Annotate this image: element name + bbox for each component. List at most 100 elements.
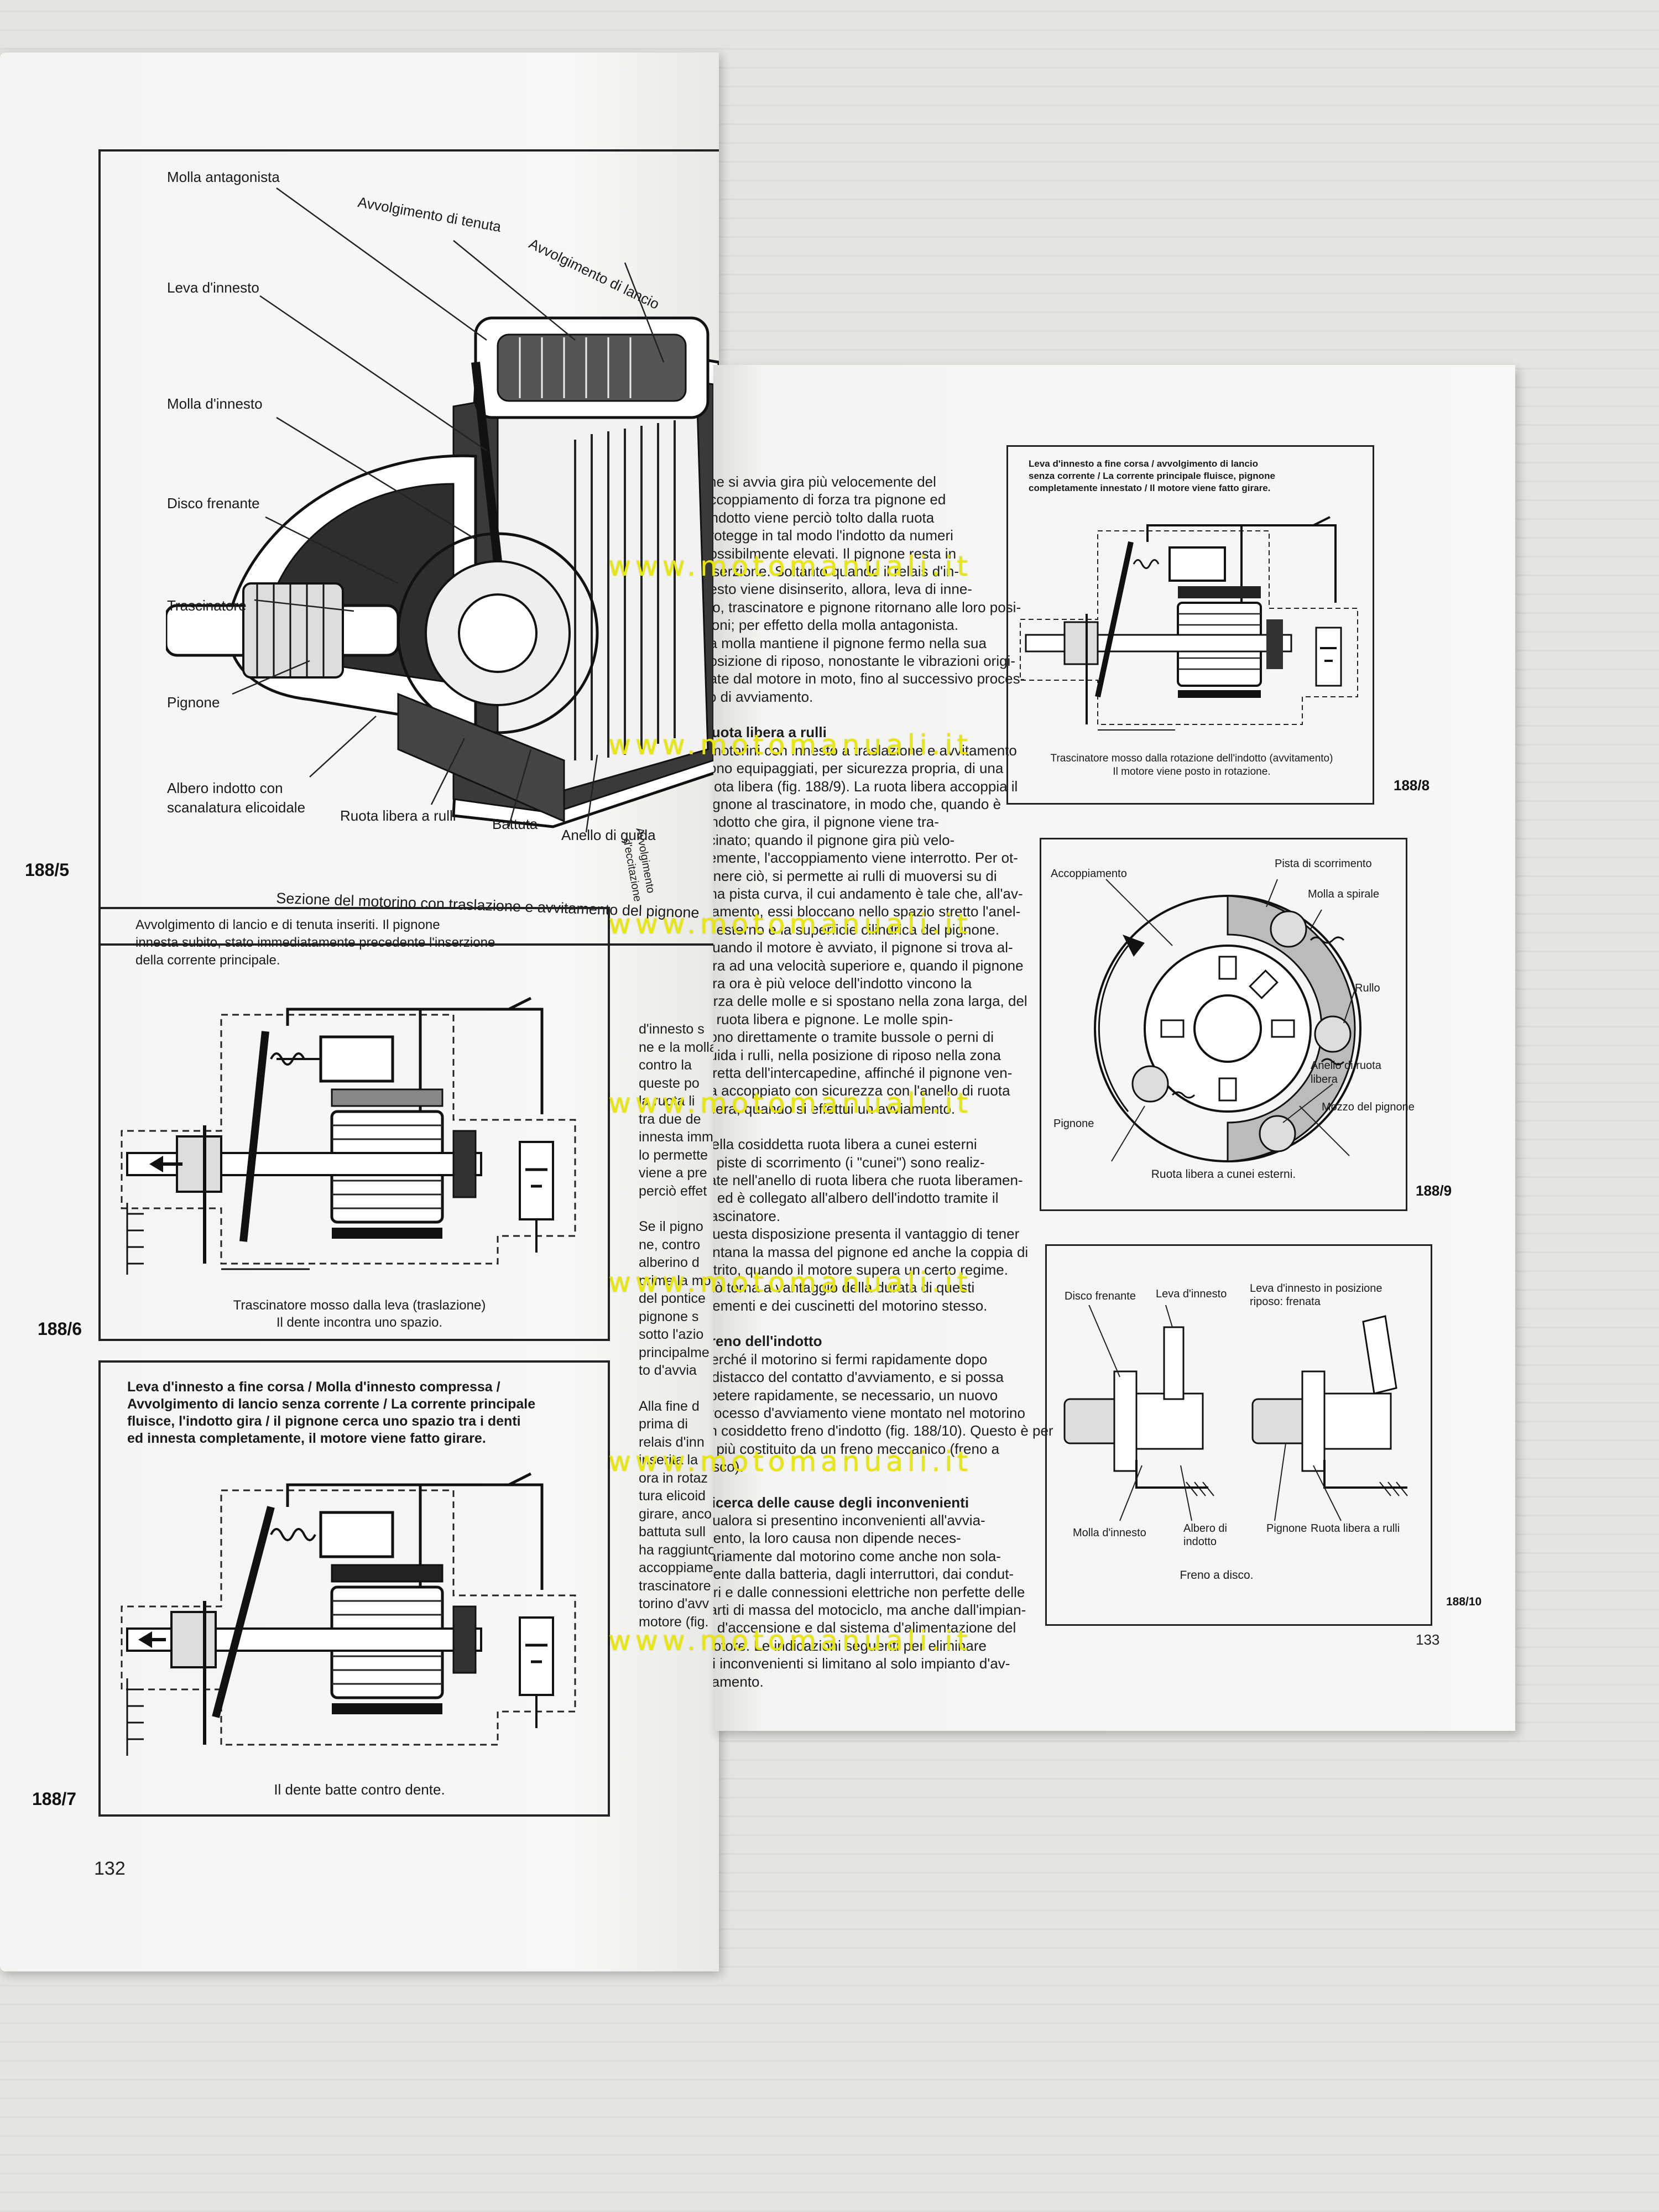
section-heading: Freno dell'indotto (713, 1333, 822, 1350)
fig-188-7-schematic (121, 1472, 576, 1756)
label-leva-dinnesto: Leva d'innesto (167, 279, 259, 296)
label-riposo-frenata: riposo: frenata (1250, 1296, 1321, 1308)
text-line: lontana la massa del pignone ed anche la… (713, 1243, 1029, 1260)
text-line (713, 706, 1019, 723)
text-line: zioni; per effetto della molla antagonis… (713, 617, 958, 634)
fig-188-7-caption: Il dente batte contro dente. (274, 1781, 445, 1798)
text-line (713, 1476, 1019, 1494)
text-line: Quando il motore è avviato, il pignone s… (713, 939, 1013, 956)
fig-188-6-number: 188/6 (38, 1319, 82, 1339)
left-page: Molla antagonista Avvolgimento di tenuta… (0, 53, 719, 1971)
text-line (713, 1314, 1019, 1332)
fig-188-8-number: 188/8 (1394, 777, 1430, 794)
text-line: te ed è collegato all'albero dell'indott… (713, 1190, 999, 1207)
fig-188-7-description-line: Leva d'innesto a fine corsa / Molla d'in… (127, 1379, 500, 1395)
text-line: Qualora si presentino inconvenienti all'… (713, 1511, 985, 1528)
text-line: protegge in tal modo l'indotto da numeri (713, 527, 953, 544)
text-line: sariamente dal motorino come anche non s… (713, 1547, 1001, 1564)
fig-188-5-leader-lines (232, 187, 665, 833)
label-pignone: Pignone (167, 694, 220, 711)
text-line: pignone al trascinatore, in modo che, qu… (713, 795, 1001, 812)
fig-188-6-description: Avvolgimento di lancio e di tenuta inser… (135, 916, 495, 969)
text-line: gira ora è più veloce dell'indotto vinco… (713, 974, 972, 992)
text-line: tenere ciò, si permette ai rulli di muov… (713, 867, 997, 884)
text-line: gli inconvenienti si limitano al solo im… (713, 1655, 1010, 1672)
fig-188-9-number: 188/9 (1416, 1182, 1452, 1199)
text-fragment: la ruota li (639, 1093, 695, 1109)
text-fragment: to d'avvia (639, 1363, 697, 1378)
label-anello-di-guida: Anello di guida (561, 827, 656, 843)
text-line: elementi e dei cuscinetti del motorino s… (713, 1297, 988, 1314)
watermark: www.motomanuali.it (608, 1625, 973, 1657)
text-fragment: pignone s (639, 1308, 699, 1324)
text-line: forza delle molle e si spostano nella zo… (713, 993, 1027, 1010)
text-line: Nella cosiddetta ruota libera a cunei es… (713, 1136, 977, 1153)
label-scanalatura-elicoidale: scanalatura elicoidale (167, 799, 306, 816)
text-line: so di avviamento. (713, 688, 813, 705)
text-line: scinato; quando il pignone gira più velo… (713, 831, 955, 848)
text-line: l'indotto che gira, il pignone viene tra… (713, 813, 939, 831)
text-line: il distacco del contatto d'avviamento, e… (713, 1369, 1004, 1386)
starter-motor-cutaway-drawing (166, 316, 719, 828)
disc-brake-drawing (1063, 1305, 1408, 1521)
text-line: tori e dalle connessioni elettriche non … (713, 1583, 1025, 1600)
fig-188-6-caption-line: Trascinatore mosso dalla leva (traslazio… (233, 1298, 486, 1313)
text-fragment: tra due de (639, 1111, 701, 1127)
text-fragment: relais d'inn (639, 1434, 705, 1450)
text-fragment: motore (fig. (639, 1614, 709, 1630)
text-line: Questa disposizione presenta il vantaggi… (713, 1225, 1020, 1243)
label-albero-indotto: Albero indotto con (167, 780, 283, 796)
page-number-132: 132 (94, 1858, 126, 1879)
label-leva-dinnesto-188-10: Leva d'innesto (1156, 1288, 1227, 1300)
text-fragment: contro la (639, 1057, 692, 1073)
text-line: La molla mantiene il pignone fermo nella… (713, 634, 987, 651)
text-fragment: prima di (639, 1416, 688, 1432)
text-line: libera, quando si effettui un avviamento… (713, 1100, 956, 1117)
fig-188-8-description: Leva d'innesto a fine corsa / avvolgimen… (1029, 458, 1275, 494)
fig-188-9-frame (1040, 838, 1407, 1211)
fig-188-6-description-line: della corrente principale. (135, 953, 280, 968)
label-molla-dinnesto: Molla d'innesto (167, 395, 263, 412)
text-fragment: sotto l'azio (639, 1327, 704, 1342)
text-line: guida i rulli, nella posizione di riposo… (713, 1046, 1001, 1063)
fig-188-5-frame (98, 149, 719, 946)
right-page: che si avvia gira più velocemente del ac… (713, 365, 1515, 1731)
fig-188-8-caption-line: Trascinatore mosso dalla rotazione dell'… (1050, 753, 1333, 764)
fig-188-5-number: 188/5 (25, 860, 70, 880)
text-line: la ruota libera e pignone. Le molle spin… (713, 1010, 953, 1027)
label-leva-in-posizione: Leva d'innesto in posizione (1250, 1282, 1383, 1295)
text-fragment: inserita la (639, 1452, 698, 1468)
text-line: trascinatore. (713, 1207, 781, 1224)
fig-188-6-caption: Trascinatore mosso dalla leva (traslazio… (155, 1297, 564, 1331)
fig-188-9-caption: Ruota libera a cunei esterni. (1151, 1168, 1296, 1181)
text-fragment: prime la mo (639, 1272, 711, 1288)
text-fragment: ne, contro (639, 1237, 701, 1253)
fig-188-7-description-line: Avvolgimento di lancio senza corrente / … (127, 1396, 536, 1412)
section-heading: Ricerca delle cause degli inconvenienti (713, 1494, 969, 1511)
fig-188-7-description-line: fluisce, l'indotto gira / il pignone cer… (127, 1413, 521, 1429)
fig-188-8-description-line: Leva d'innesto a fine corsa / avvolgimen… (1029, 458, 1258, 469)
text-fragment: torino d'avv (639, 1596, 709, 1611)
text-line: motore. Le indicazioni seguenti per elim… (713, 1637, 987, 1654)
fig-188-6-frame (98, 907, 610, 1341)
label-battuta: Battuta (492, 816, 538, 832)
label-rullo: Rullo (1355, 982, 1380, 994)
text-line: attrito, quando il motore supera un cert… (713, 1261, 1008, 1279)
fig-188-10-caption: Freno a disco. (1180, 1569, 1254, 1582)
text-line: nesto viene disinserito, allora, leva di… (713, 581, 972, 598)
label-mozzo-del-pignone: Mozzo del pignone (1322, 1101, 1415, 1113)
label-ruota-libera-a-rulli: Ruota libera a rulli (340, 807, 456, 824)
label-disco-frenante: Disco frenante (167, 495, 260, 512)
text-line: viamento. (713, 1673, 764, 1690)
text-fragment: tura elicoid (639, 1488, 706, 1504)
text-fragment: battuta sull (639, 1524, 706, 1540)
watermark: www.motomanuali.it (608, 1087, 973, 1119)
fig-188-8-caption-line: Il motore viene posto in rotazione. (1113, 766, 1271, 778)
text-line: parti di massa del motociclo, ma anche d… (713, 1601, 1026, 1618)
text-fragment: ne e la molla (639, 1039, 717, 1055)
label-indotto: indotto (1183, 1536, 1217, 1548)
text-line: inserzione. Soltanto quando il relais d'… (713, 563, 959, 580)
label-trascinatore: Trascinatore (167, 597, 247, 614)
text-fragment: trascinatore (639, 1578, 711, 1594)
text-line: disco). (713, 1458, 744, 1475)
